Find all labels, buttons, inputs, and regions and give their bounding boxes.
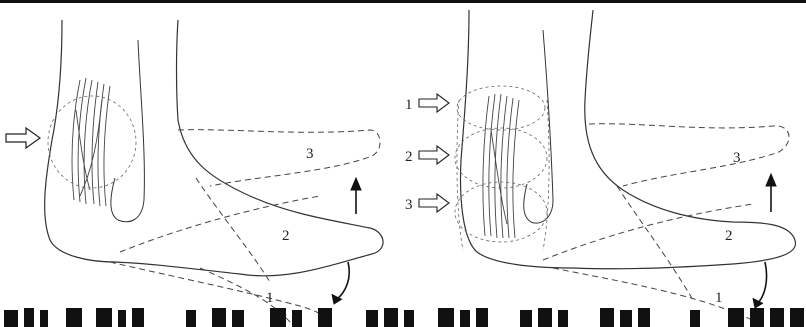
left-arrow-icon — [6, 128, 40, 148]
up-arrow-icon — [351, 178, 361, 214]
right-arrow-label-2: 2 — [405, 149, 413, 165]
right-leg-outline — [461, 10, 796, 269]
right-foot-position-3 — [589, 124, 789, 186]
cropped-caption-strip — [0, 296, 806, 327]
left-foot-svg: 3 2 1 — [0, 0, 403, 327]
right-position-label-2: 2 — [725, 228, 733, 244]
right-arrow-label-1: 1 — [405, 97, 413, 113]
right-arrow-2-icon — [419, 146, 449, 164]
right-arrow-1-icon — [419, 94, 449, 112]
left-position-label-3: 3 — [306, 146, 314, 162]
left-dashed-cross — [120, 196, 320, 252]
right-arrow-3-icon — [419, 194, 449, 212]
left-tendon-bundle — [72, 78, 110, 206]
cropped-caption-svg — [0, 296, 806, 327]
right-arrow-label-3: 3 — [405, 197, 413, 213]
left-leg-outline — [45, 20, 383, 276]
left-position-label-2: 2 — [282, 228, 290, 244]
left-fibula — [111, 40, 145, 222]
right-dashed-diagonal — [617, 186, 693, 300]
right-position-label-3: 3 — [733, 150, 741, 166]
right-foot-diagram: 1 2 3 3 2 1 — [403, 0, 806, 327]
right-foot-svg: 1 2 3 3 2 1 — [403, 0, 806, 327]
right-up-arrow-icon — [766, 174, 776, 212]
right-tendon-bundle — [483, 94, 519, 238]
left-dashed-diagonal — [196, 178, 270, 282]
left-foot-diagram: 3 2 1 — [0, 0, 403, 327]
left-foot-position-3 — [178, 130, 380, 186]
